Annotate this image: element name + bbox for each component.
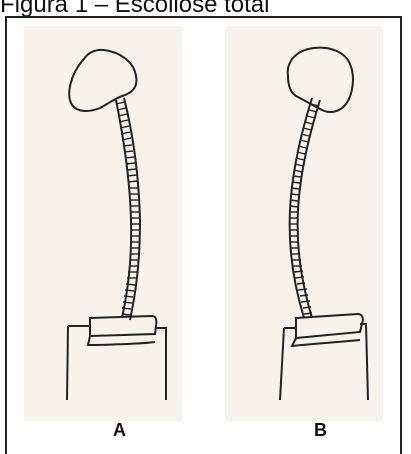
pelvis-b — [296, 314, 363, 338]
label-a: A — [113, 420, 126, 441]
spine-right-b — [298, 100, 320, 318]
head-b — [288, 48, 353, 112]
spine-left-b — [290, 98, 312, 318]
label-b: B — [314, 420, 327, 441]
